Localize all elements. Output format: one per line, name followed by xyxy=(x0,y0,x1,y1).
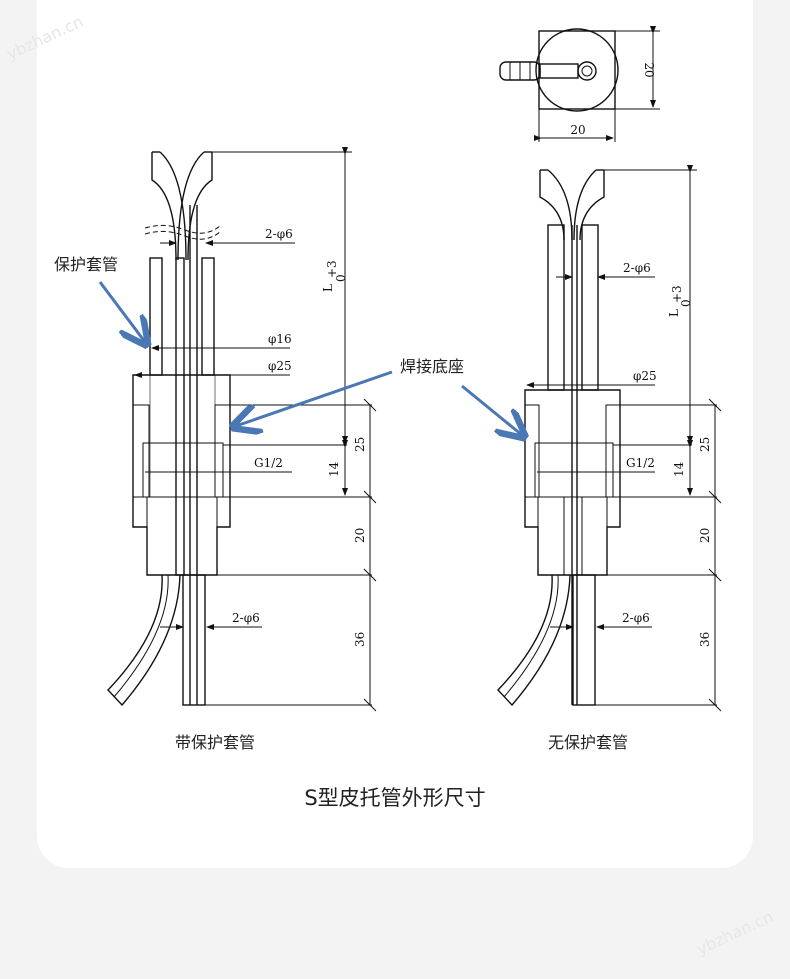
callout-sleeve: 保护套管 xyxy=(54,255,118,274)
drawing-without-sleeve: L +3 0 2-φ6 φ25 G1/2 2-φ6 25 14 20 36 xyxy=(497,165,722,712)
top-view-height: 20 xyxy=(642,62,656,77)
left-tol-lower: 0 xyxy=(334,274,348,282)
left-d20: 20 xyxy=(353,528,367,543)
right-d25: 25 xyxy=(698,437,712,452)
left-base-dia: φ25 xyxy=(268,359,292,373)
figure-title: S型皮托管外形尺寸 xyxy=(304,786,485,810)
watermark-bottom: ybzhan.cn xyxy=(694,907,776,959)
right-tube-bottom: 2-φ6 xyxy=(622,611,650,625)
callout-sleeve-arrow xyxy=(98,281,145,342)
right-d20: 20 xyxy=(698,528,712,543)
caption-without-sleeve: 无保护套管 xyxy=(548,733,628,752)
right-length: L xyxy=(667,309,681,317)
right-d36: 36 xyxy=(698,632,712,647)
left-d14: 14 xyxy=(327,461,341,477)
left-tube-bottom: 2-φ6 xyxy=(232,611,260,625)
left-length: L xyxy=(321,284,335,292)
right-d14: 14 xyxy=(672,461,686,477)
right-tol-lower: 0 xyxy=(679,299,693,307)
left-sleeve-dia: φ16 xyxy=(268,332,292,346)
right-tol-upper: +3 xyxy=(670,285,684,303)
callout-base-arrow-left xyxy=(236,370,393,426)
watermark-top: ybzhan.cn xyxy=(4,12,86,64)
top-view: 20 20 xyxy=(499,26,660,142)
top-view-width: 20 xyxy=(570,123,585,137)
content-card xyxy=(37,0,753,868)
callout-base: 焊接底座 xyxy=(400,357,464,376)
right-tube-top: 2-φ6 xyxy=(623,261,651,275)
drawing-with-sleeve: L +3 0 2-φ6 φ16 φ25 G1/2 2-φ6 25 14 20 3… xyxy=(107,147,377,712)
left-tube-top: 2-φ6 xyxy=(265,227,293,241)
callout-base-arrow-right xyxy=(461,384,522,435)
left-tol-upper: +3 xyxy=(325,260,339,278)
caption-with-sleeve: 带保护套管 xyxy=(175,733,255,752)
left-d36: 36 xyxy=(353,632,367,647)
right-base-dia: φ25 xyxy=(633,369,657,383)
left-thread: G1/2 xyxy=(254,456,283,470)
left-d25: 25 xyxy=(353,437,367,452)
right-thread: G1/2 xyxy=(626,456,655,470)
